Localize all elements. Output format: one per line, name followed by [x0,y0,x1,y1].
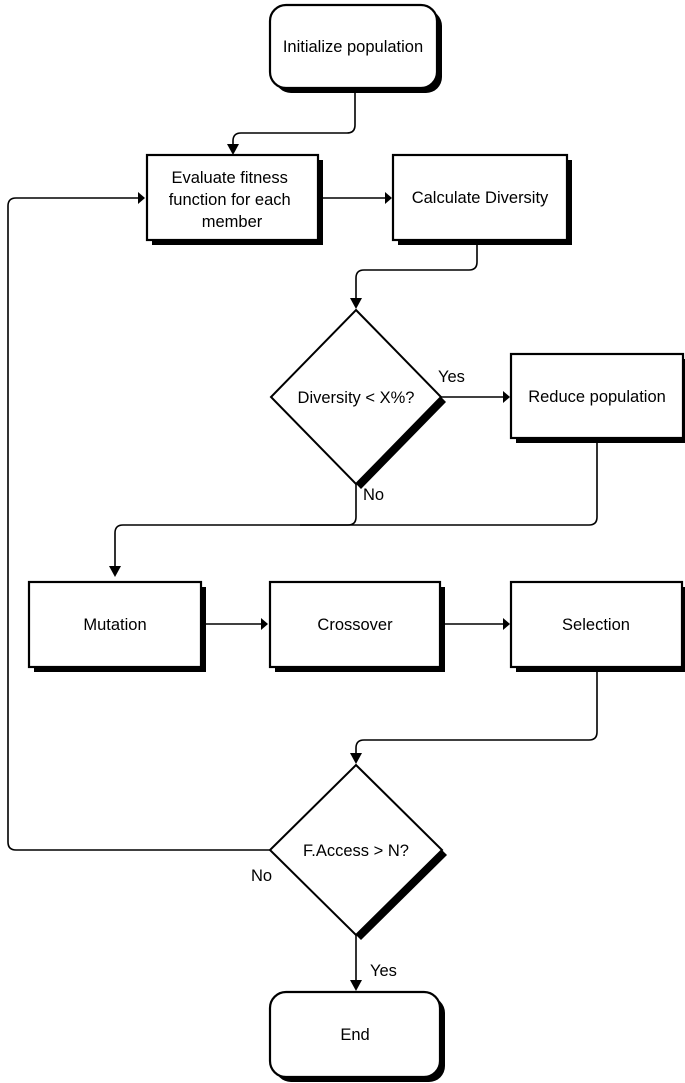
arrowhead-loop-into-evaluate [138,192,145,204]
node-label-reduce: Reduce population [528,388,666,406]
edge-faccess-no-loop [7,197,270,851]
node-label-crossover: Crossover [317,616,393,634]
edge-diversity-no [300,484,357,526]
node-shape [509,352,685,440]
node-label-faccess: F.Access > N? [303,842,409,860]
node-selection: Selection [509,580,685,672]
node-diversity-decision: Diversity < X%? [269,308,446,489]
arrowhead-into-crossover [261,618,268,630]
arrowhead-into-selection [503,618,510,630]
node-shape [145,153,320,242]
node-shape [391,153,569,242]
edge-label-faccess-no: No [251,867,272,885]
arrowhead-into-calculate [385,192,392,204]
node-calculate-diversity: Calculate Diversity [391,153,572,245]
arrowhead-into-diversity [350,298,362,309]
arrowhead-into-mutation [109,566,121,577]
arrowhead-into-end [350,980,362,991]
arrowhead-into-evaluate-top [227,144,239,155]
node-label-initialize: Initialize population [283,38,423,56]
arrowhead-into-faccess [350,753,362,764]
node-label-mutation: Mutation [83,616,146,634]
node-crossover: Crossover [268,580,445,672]
arrowhead-into-reduce [503,391,510,403]
node-shape [268,990,442,1079]
node-shape [269,308,443,486]
node-label-diversity: Diversity < X%? [298,389,415,407]
edge-initialize-to-evaluate [232,88,356,149]
edges: Yes No Yes No [7,88,598,991]
node-shape [27,580,203,669]
node-label-selection: Selection [562,616,630,634]
node-reduce-population: Reduce population [509,352,685,443]
edge-label-faccess-yes: Yes [370,962,397,980]
node-shape [268,580,442,669]
edge-label-diversity-yes: Yes [438,368,465,386]
node-shape [509,580,684,669]
edge-label-diversity-no: No [363,486,384,504]
node-label-evaluate: Evaluate fitness function for each membe… [169,169,296,231]
edge-selection-to-faccess [355,667,598,757]
node-shape [268,3,439,90]
edge-reduce-to-mutation [114,438,598,570]
node-evaluate-fitness: Evaluate fitness function for each membe… [145,153,323,245]
edge-calculate-to-diversity [355,240,478,302]
node-shape [268,763,444,937]
node-label-calculate: Calculate Diversity [412,189,549,207]
node-initialize-population: Initialize population [268,3,442,93]
node-faccess-decision: F.Access > N? [268,763,447,940]
node-mutation: Mutation [27,580,206,672]
node-end: End [268,990,445,1082]
node-label-end: End [340,1026,369,1044]
